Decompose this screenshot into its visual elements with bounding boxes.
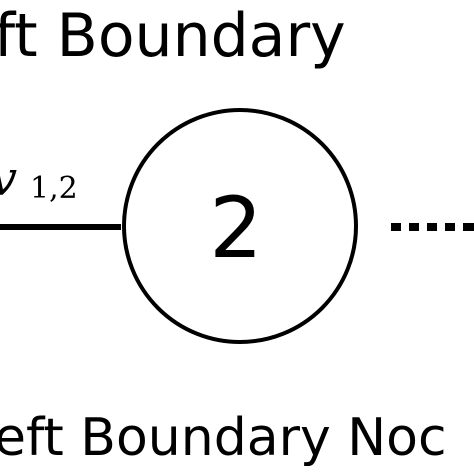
bottom-label: eft Boundary Noc (0, 408, 447, 468)
node-label: 2 (209, 179, 262, 277)
edge-label-subscript: 1,2 (30, 171, 78, 206)
node-circle (122, 108, 358, 344)
edge-label-main: v (0, 151, 17, 207)
dot-4 (445, 223, 455, 231)
dot-2 (409, 223, 419, 231)
dotted-continuation (391, 223, 474, 231)
dot-3 (427, 223, 437, 231)
top-label: ft Boundary (0, 1, 346, 71)
dot-1 (391, 223, 401, 231)
dot-5 (463, 223, 474, 231)
